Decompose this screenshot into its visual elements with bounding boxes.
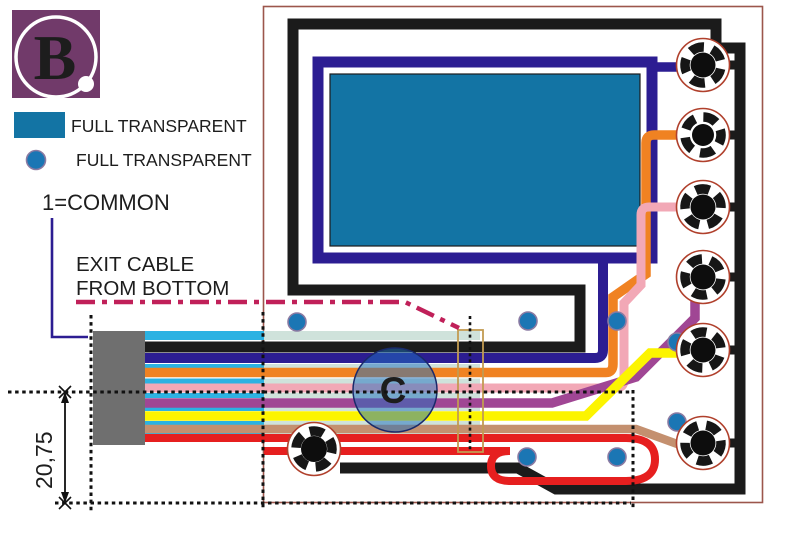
via-dot bbox=[607, 311, 627, 331]
dimension-label: 20,75 bbox=[31, 431, 57, 489]
via-dot bbox=[287, 312, 307, 332]
display-window bbox=[329, 73, 641, 247]
contact-pad-1 bbox=[675, 37, 731, 93]
contact-pad-3 bbox=[675, 179, 731, 235]
center-marker-circle bbox=[352, 347, 438, 433]
contact-pad-6 bbox=[675, 415, 731, 471]
logo-ring bbox=[14, 15, 98, 98]
via-dot bbox=[518, 311, 538, 331]
exit-cable-label-line2: FROM BOTTOM bbox=[76, 277, 229, 300]
common-black-trace bbox=[145, 18, 746, 495]
trace-red bbox=[145, 434, 660, 485]
contact-pads bbox=[286, 37, 731, 477]
contact-pad-bottom-left bbox=[286, 421, 342, 477]
exit-cable-line bbox=[76, 299, 460, 331]
construction-lines bbox=[8, 312, 635, 512]
contact-pad-4 bbox=[675, 249, 731, 305]
common-label: 1=COMMON bbox=[42, 190, 170, 215]
via-dot bbox=[607, 447, 627, 467]
logo-dot bbox=[78, 76, 94, 92]
legend: FULL TRANSPARENT FULL TRANSPARENT bbox=[14, 112, 252, 171]
legend-circle-swatch bbox=[25, 149, 47, 171]
trace-orange bbox=[145, 130, 699, 378]
dimension bbox=[58, 385, 72, 510]
dark-blue-net bbox=[145, 56, 701, 363]
contact-pad-2 bbox=[675, 107, 731, 163]
logo-letter: B bbox=[34, 22, 77, 93]
brand-logo: B bbox=[12, 10, 100, 98]
legend-label-2: FULL TRANSPARENT bbox=[76, 150, 252, 170]
exit-cable-label-line1: EXIT CABLE bbox=[76, 253, 194, 276]
legend-rect-swatch bbox=[14, 112, 65, 138]
legend-label-1: FULL TRANSPARENT bbox=[71, 116, 247, 136]
center-marker: C bbox=[352, 347, 438, 433]
ribbon-connector bbox=[93, 331, 145, 445]
contact-pad-5 bbox=[675, 322, 731, 378]
via-dot bbox=[517, 447, 537, 467]
common-pointer-line bbox=[50, 218, 88, 339]
pcb-outline bbox=[262, 5, 764, 504]
